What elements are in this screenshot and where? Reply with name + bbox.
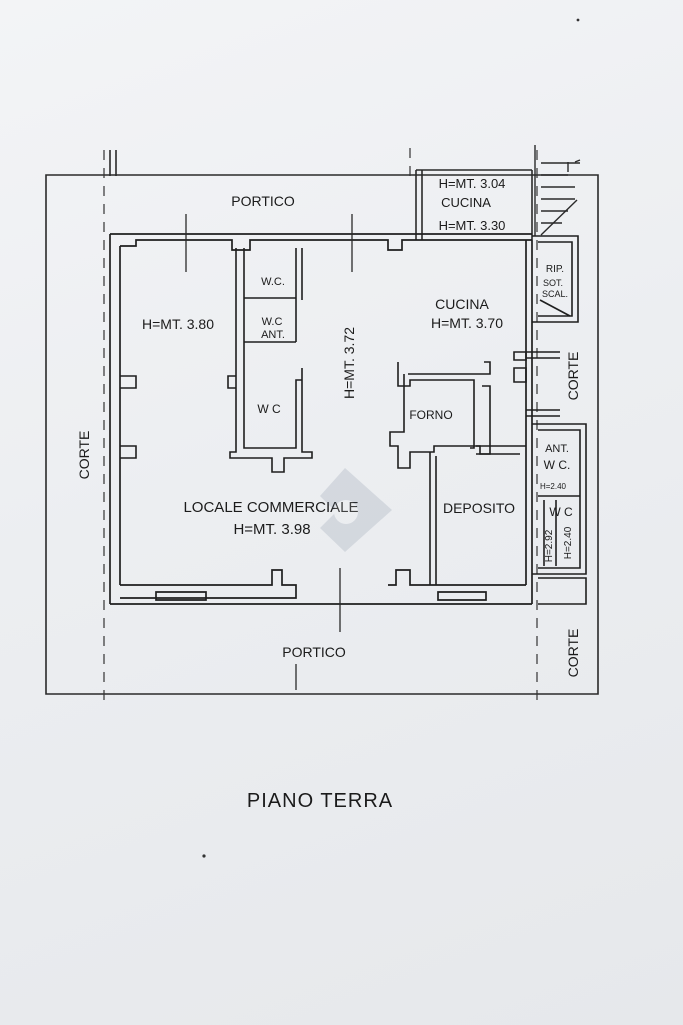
forno-label: FORNO (409, 408, 452, 422)
wc-ant-label-2: ANT. (261, 329, 285, 341)
wc-1-label: W.C. (261, 276, 285, 288)
page-title: PIANO TERRA (246, 790, 394, 812)
wc-right-label: W C (549, 505, 573, 519)
portico-top-enclosure (109, 150, 533, 240)
exterior-walls (109, 233, 533, 605)
ant-wc-label-1: ANT. (545, 443, 569, 455)
kitchen-height: H=MT. 3.70 (431, 315, 503, 331)
axis-ticks (185, 214, 353, 690)
ant-wc-height: H=2.40 (540, 482, 567, 491)
kitchen-top-height-1: H=MT. 3.04 (439, 176, 506, 191)
dashed-guides (103, 148, 538, 700)
corte-right-bottom-label: CORTE (565, 629, 581, 678)
rip-label-2: SOT. (543, 278, 563, 288)
rip-label-3: SCAL. (542, 289, 568, 299)
paper-specks (202, 18, 580, 858)
corte-left-label: CORTE (76, 431, 92, 480)
kitchen-top-height-2: H=MT. 3.30 (439, 218, 506, 233)
corte-right-top-label: CORTE (565, 352, 581, 401)
interior-walls (120, 235, 587, 605)
room-left-height: H=MT. 3.80 (142, 316, 214, 332)
ant-wc-label-2: W C. (544, 458, 571, 472)
store-height: H=MT. 3.98 (233, 521, 310, 538)
deposito-label: DEPOSITO (443, 500, 515, 516)
wc-right-height-1: H=2.92 (544, 529, 555, 562)
store-name: LOCALE COMMERCIALE (183, 499, 358, 516)
rip-label-1: RIP. (546, 264, 564, 275)
kitchen-top-name: CUCINA (441, 195, 491, 210)
labels: PORTICO H=MT. 3.04 CUCINA H=MT. 3.30 RIP… (76, 176, 581, 677)
wc-right-height-2: H=2.40 (563, 526, 574, 559)
portico-top-label: PORTICO (231, 193, 295, 209)
watermark-logo (320, 468, 392, 552)
center-height: H=MT. 3.72 (341, 327, 357, 399)
staircase (534, 145, 581, 236)
portico-bottom-label: PORTICO (282, 644, 346, 660)
wc-ant-label-1: W.C (262, 316, 283, 328)
wc-2-label: W C (257, 402, 281, 416)
property-boundary (45, 174, 599, 695)
kitchen-name: CUCINA (435, 296, 489, 312)
